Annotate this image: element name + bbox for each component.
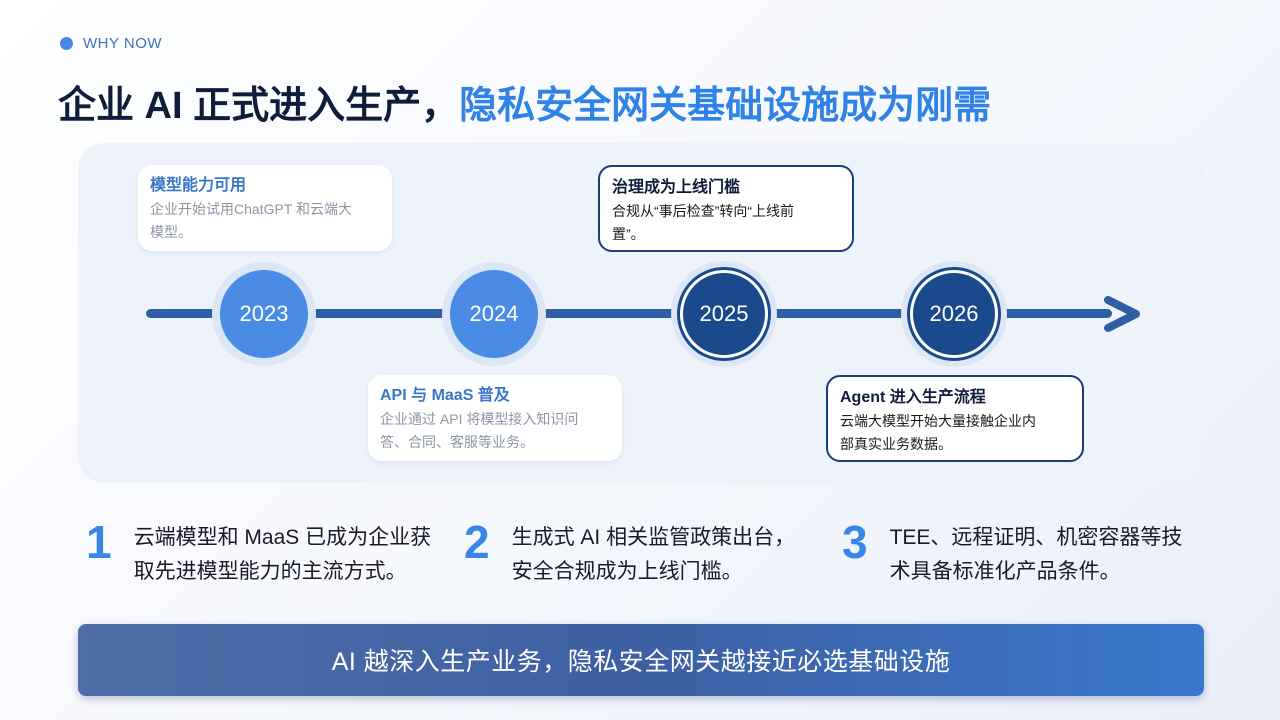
point-text: 云端模型和 MaaS 已成为企业获 取先进模型能力的主流方式。 — [134, 521, 432, 589]
card-body-line: 答、合同、客服等业务。 — [380, 434, 534, 450]
card-title: 治理成为上线门槛 — [612, 179, 741, 196]
card-title: API 与 MaaS 普及 — [380, 387, 510, 404]
point-number: 2 — [464, 516, 490, 568]
point-text-line: 云端模型和 MaaS 已成为企业获 — [133, 526, 432, 549]
year-node-2023: 2023 — [220, 270, 308, 358]
point-text: 生成式 AI 相关监管政策出台， 安全合规成为上线门槛。 — [512, 521, 796, 589]
point-text: TEE、远程证明、机密容器等技 术具备标准化产品条件。 — [890, 521, 1183, 589]
year-node-2025: 2025 — [680, 270, 768, 358]
card-body-line: 部真实业务数据。 — [840, 436, 952, 452]
banner-text: AI 越深入生产业务，隐私安全网关越接近必选基础设施 — [331, 648, 951, 676]
timeline-card-2025: 治理成为上线门槛 合规从“事后检查”转向“上线前 置”。 — [598, 165, 854, 252]
title-highlight: 隐私安全网关基础设施成为刚需 — [459, 85, 992, 127]
card-body-line: 合规从“事后检查”转向“上线前 — [612, 203, 794, 219]
point-text-line: TEE、远程证明、机密容器等技 — [889, 526, 1183, 549]
point-text-line: 安全合规成为上线门槛。 — [511, 560, 743, 583]
card-body-line: 置”。 — [612, 226, 645, 242]
timeline-arrow-icon — [1104, 296, 1140, 332]
timeline-card-2024: API 与 MaaS 普及 企业通过 API 将模型接入知识问 答、合同、客服等… — [368, 375, 622, 461]
key-point-1: 1 云端模型和 MaaS 已成为企业获 取先进模型能力的主流方式。 — [86, 515, 431, 589]
card-body-line: 企业通过 API 将模型接入知识问 — [380, 411, 579, 427]
point-text-line: 术具备标准化产品条件。 — [889, 560, 1121, 583]
card-body-line: 模型。 — [150, 224, 192, 240]
year-node-2024: 2024 — [450, 270, 538, 358]
year-node-2026: 2026 — [910, 270, 998, 358]
point-text-line: 取先进模型能力的主流方式。 — [133, 560, 407, 583]
card-body-line: 云端大模型开始大量接触企业内 — [840, 413, 1036, 429]
kicker-dot-icon — [60, 37, 73, 50]
point-text-line: 生成式 AI 相关监管政策出台， — [511, 526, 796, 549]
title-main: 企业 AI 正式进入生产， — [58, 85, 460, 127]
timeline-card-2026: Agent 进入生产流程 云端大模型开始大量接触企业内 部真实业务数据。 — [826, 375, 1084, 462]
conclusion-banner: AI 越深入生产业务，隐私安全网关越接近必选基础设施 — [78, 624, 1204, 696]
card-title: Agent 进入生产流程 — [840, 389, 986, 406]
timeline-axis — [146, 309, 1112, 318]
point-number: 3 — [842, 516, 868, 568]
section-kicker: WHY NOW — [60, 35, 162, 52]
key-point-3: 3 TEE、远程证明、机密容器等技 术具备标准化产品条件。 — [842, 515, 1182, 589]
page-title: 企业 AI 正式进入生产，隐私安全网关基础设施成为刚需 — [58, 74, 991, 129]
timeline-card-2023: 模型能力可用 企业开始试用ChatGPT 和云端大 模型。 — [138, 165, 392, 251]
card-title: 模型能力可用 — [150, 177, 247, 194]
kicker-label: WHY NOW — [83, 35, 163, 52]
point-number: 1 — [86, 516, 112, 568]
card-body-line: 企业开始试用ChatGPT 和云端大 — [150, 201, 352, 217]
key-point-2: 2 生成式 AI 相关监管政策出台， 安全合规成为上线门槛。 — [464, 515, 795, 589]
